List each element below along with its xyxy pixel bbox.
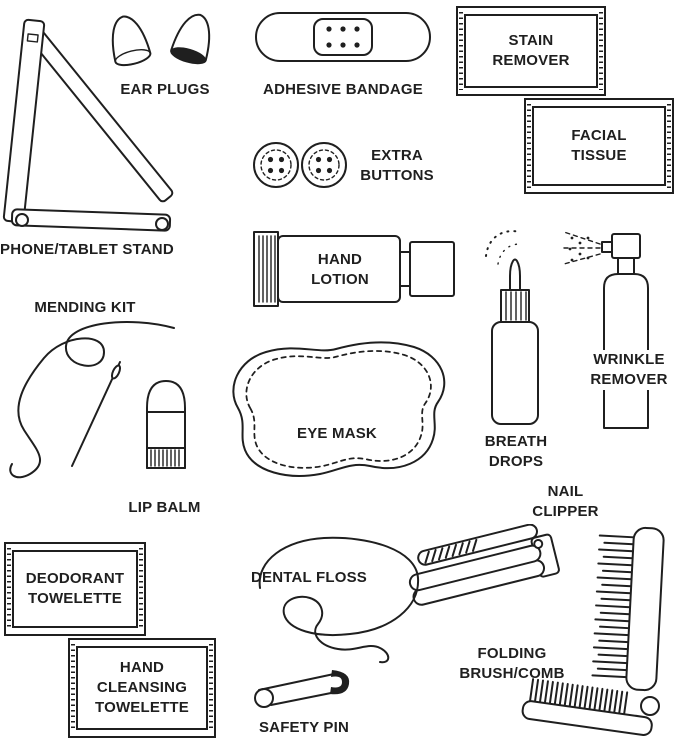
lip-balm-label: LIP BALM bbox=[128, 499, 201, 516]
extra-buttons-icon bbox=[253, 142, 347, 188]
safety-pin-icon bbox=[254, 670, 350, 708]
lip-balm-icon bbox=[146, 380, 186, 469]
deodorant-towelette-packet-inner: DEODORANT TOWELETTE bbox=[12, 550, 138, 628]
hand-cleansing-towelette-packet: HAND CLEANSING TOWELETTE bbox=[68, 638, 216, 738]
facial-tissue-label: FACIAL TISSUE bbox=[571, 127, 627, 164]
ear-plugs-icon bbox=[111, 13, 211, 67]
deodorant-towelette-packet: DEODORANT TOWELETTE bbox=[4, 542, 146, 636]
eye-mask-label: EYE MASK bbox=[297, 425, 377, 442]
hand-cleansing-towelette-label: HAND CLEANSING TOWELETTE bbox=[94, 659, 190, 716]
breath-drops-label: BREATH DROPS bbox=[484, 433, 548, 470]
nail-clipper-icon bbox=[408, 524, 560, 606]
dental-floss-label: DENTAL FLOSS bbox=[250, 569, 367, 586]
stain-remover-packet: STAIN REMOVER bbox=[456, 6, 606, 96]
wrinkle-remover-icon bbox=[559, 231, 649, 429]
wrinkle-remover-label: WRINKLE REMOVER bbox=[574, 350, 679, 390]
hand-lotion-label: HAND LOTION bbox=[311, 251, 369, 288]
stain-remover-label: STAIN REMOVER bbox=[492, 32, 570, 69]
phone-tablet-stand-label: PHONE/TABLET STAND bbox=[0, 241, 174, 258]
mending-kit-icon bbox=[9, 321, 175, 479]
breath-drops-icon bbox=[485, 230, 539, 425]
eye-mask-icon bbox=[232, 341, 446, 477]
adhesive-bandage-icon bbox=[255, 12, 431, 62]
extra-buttons-label: EXTRA BUTTONS bbox=[360, 147, 434, 184]
folding-brush-comb-label: FOLDING BRUSH/COMB bbox=[459, 645, 565, 682]
phone-tablet-stand-icon bbox=[2, 18, 174, 232]
facial-tissue-packet-inner: FACIAL TISSUE bbox=[532, 106, 666, 186]
ear-plugs-label: EAR PLUGS bbox=[120, 81, 210, 98]
hand-lotion-icon bbox=[253, 231, 455, 307]
deodorant-towelette-label: DEODORANT TOWELETTE bbox=[25, 570, 125, 607]
safety-pin-label: SAFETY PIN bbox=[258, 719, 350, 736]
mending-kit-label: MENDING KIT bbox=[34, 299, 136, 316]
dental-floss-icon bbox=[258, 536, 420, 664]
nail-clipper-label: NAIL CLIPPER bbox=[532, 483, 599, 520]
folding-brush-comb-icon bbox=[521, 526, 665, 736]
adhesive-bandage-label: ADHESIVE BANDAGE bbox=[263, 81, 423, 98]
facial-tissue-packet: FACIAL TISSUE bbox=[524, 98, 674, 194]
hand-cleansing-towelette-packet-inner: HAND CLEANSING TOWELETTE bbox=[76, 646, 208, 730]
stain-remover-packet-inner: STAIN REMOVER bbox=[464, 14, 598, 88]
